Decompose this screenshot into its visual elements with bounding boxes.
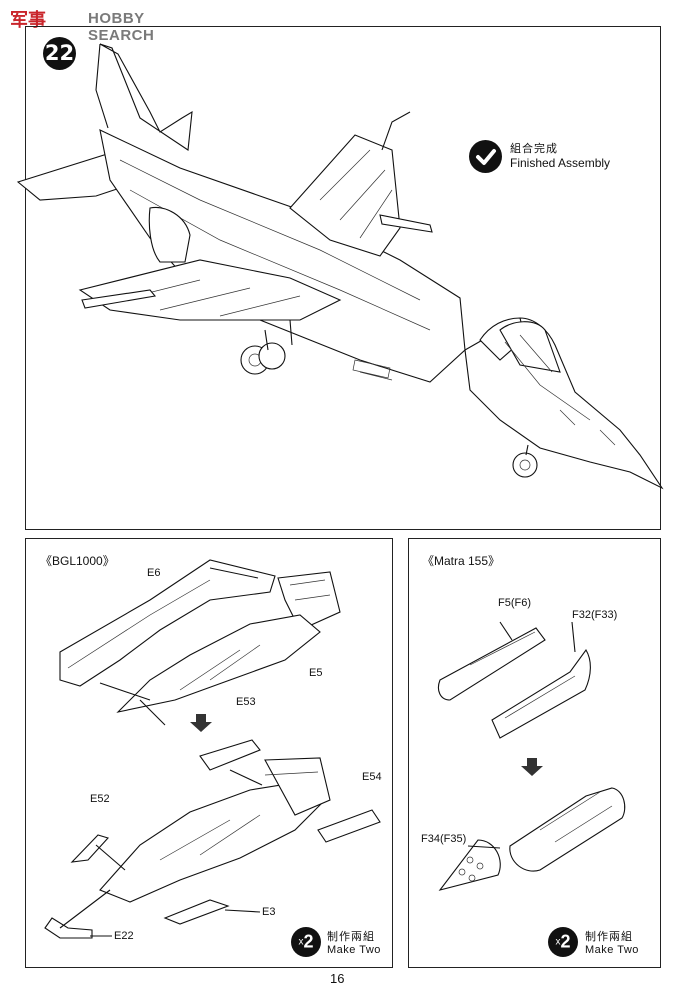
step-number-badge: 22 xyxy=(43,37,76,70)
make-two-en: Make Two xyxy=(327,944,381,956)
aircraft-drawing xyxy=(16,43,664,490)
finished-title-cn: 組合完成 xyxy=(510,142,558,155)
label-f5-f6: F5(F6) xyxy=(498,597,531,609)
checkmark-icon xyxy=(469,140,502,173)
matra-panel xyxy=(408,538,661,968)
label-e22: E22 xyxy=(114,930,134,942)
multiplier-x: x xyxy=(298,936,304,948)
multiplier-number: 2 xyxy=(560,931,571,952)
label-e3: E3 xyxy=(262,906,276,918)
multiplier-x: x xyxy=(555,936,561,948)
make-two-en: Make Two xyxy=(585,944,639,956)
watermark-brand: HOBBY SEARCH xyxy=(88,10,155,44)
label-e53: E53 xyxy=(236,696,256,708)
label-f34-f35: F34(F35) xyxy=(421,833,467,845)
page-number: 16 xyxy=(330,971,345,986)
step-panel xyxy=(25,26,661,530)
label-e52: E52 xyxy=(90,793,110,805)
bgl-title: 《BGL1000》 xyxy=(40,554,115,568)
label-e5: E5 xyxy=(309,667,323,679)
matra-title: 《Matra 155》 xyxy=(422,554,501,568)
label-e54: E54 xyxy=(362,771,382,783)
make-two-badge: x2 xyxy=(291,927,321,957)
make-two-badge: x2 xyxy=(548,927,578,957)
watermark-chinese: 军事 xyxy=(10,10,46,31)
label-f32-f33: F32(F33) xyxy=(572,609,618,621)
finished-title-en: Finished Assembly xyxy=(510,156,611,170)
multiplier-number: 2 xyxy=(303,931,314,952)
watermark-logo: 军事 HOBBY SEARCH xyxy=(4,4,169,44)
bgl1000-drawing xyxy=(44,559,381,939)
make-two-cn: 制作兩組 xyxy=(585,930,633,943)
bgl-panel xyxy=(25,538,393,968)
matra155-drawing xyxy=(437,621,626,891)
make-two-cn: 制作兩組 xyxy=(327,930,375,943)
label-e6: E6 xyxy=(147,567,161,579)
